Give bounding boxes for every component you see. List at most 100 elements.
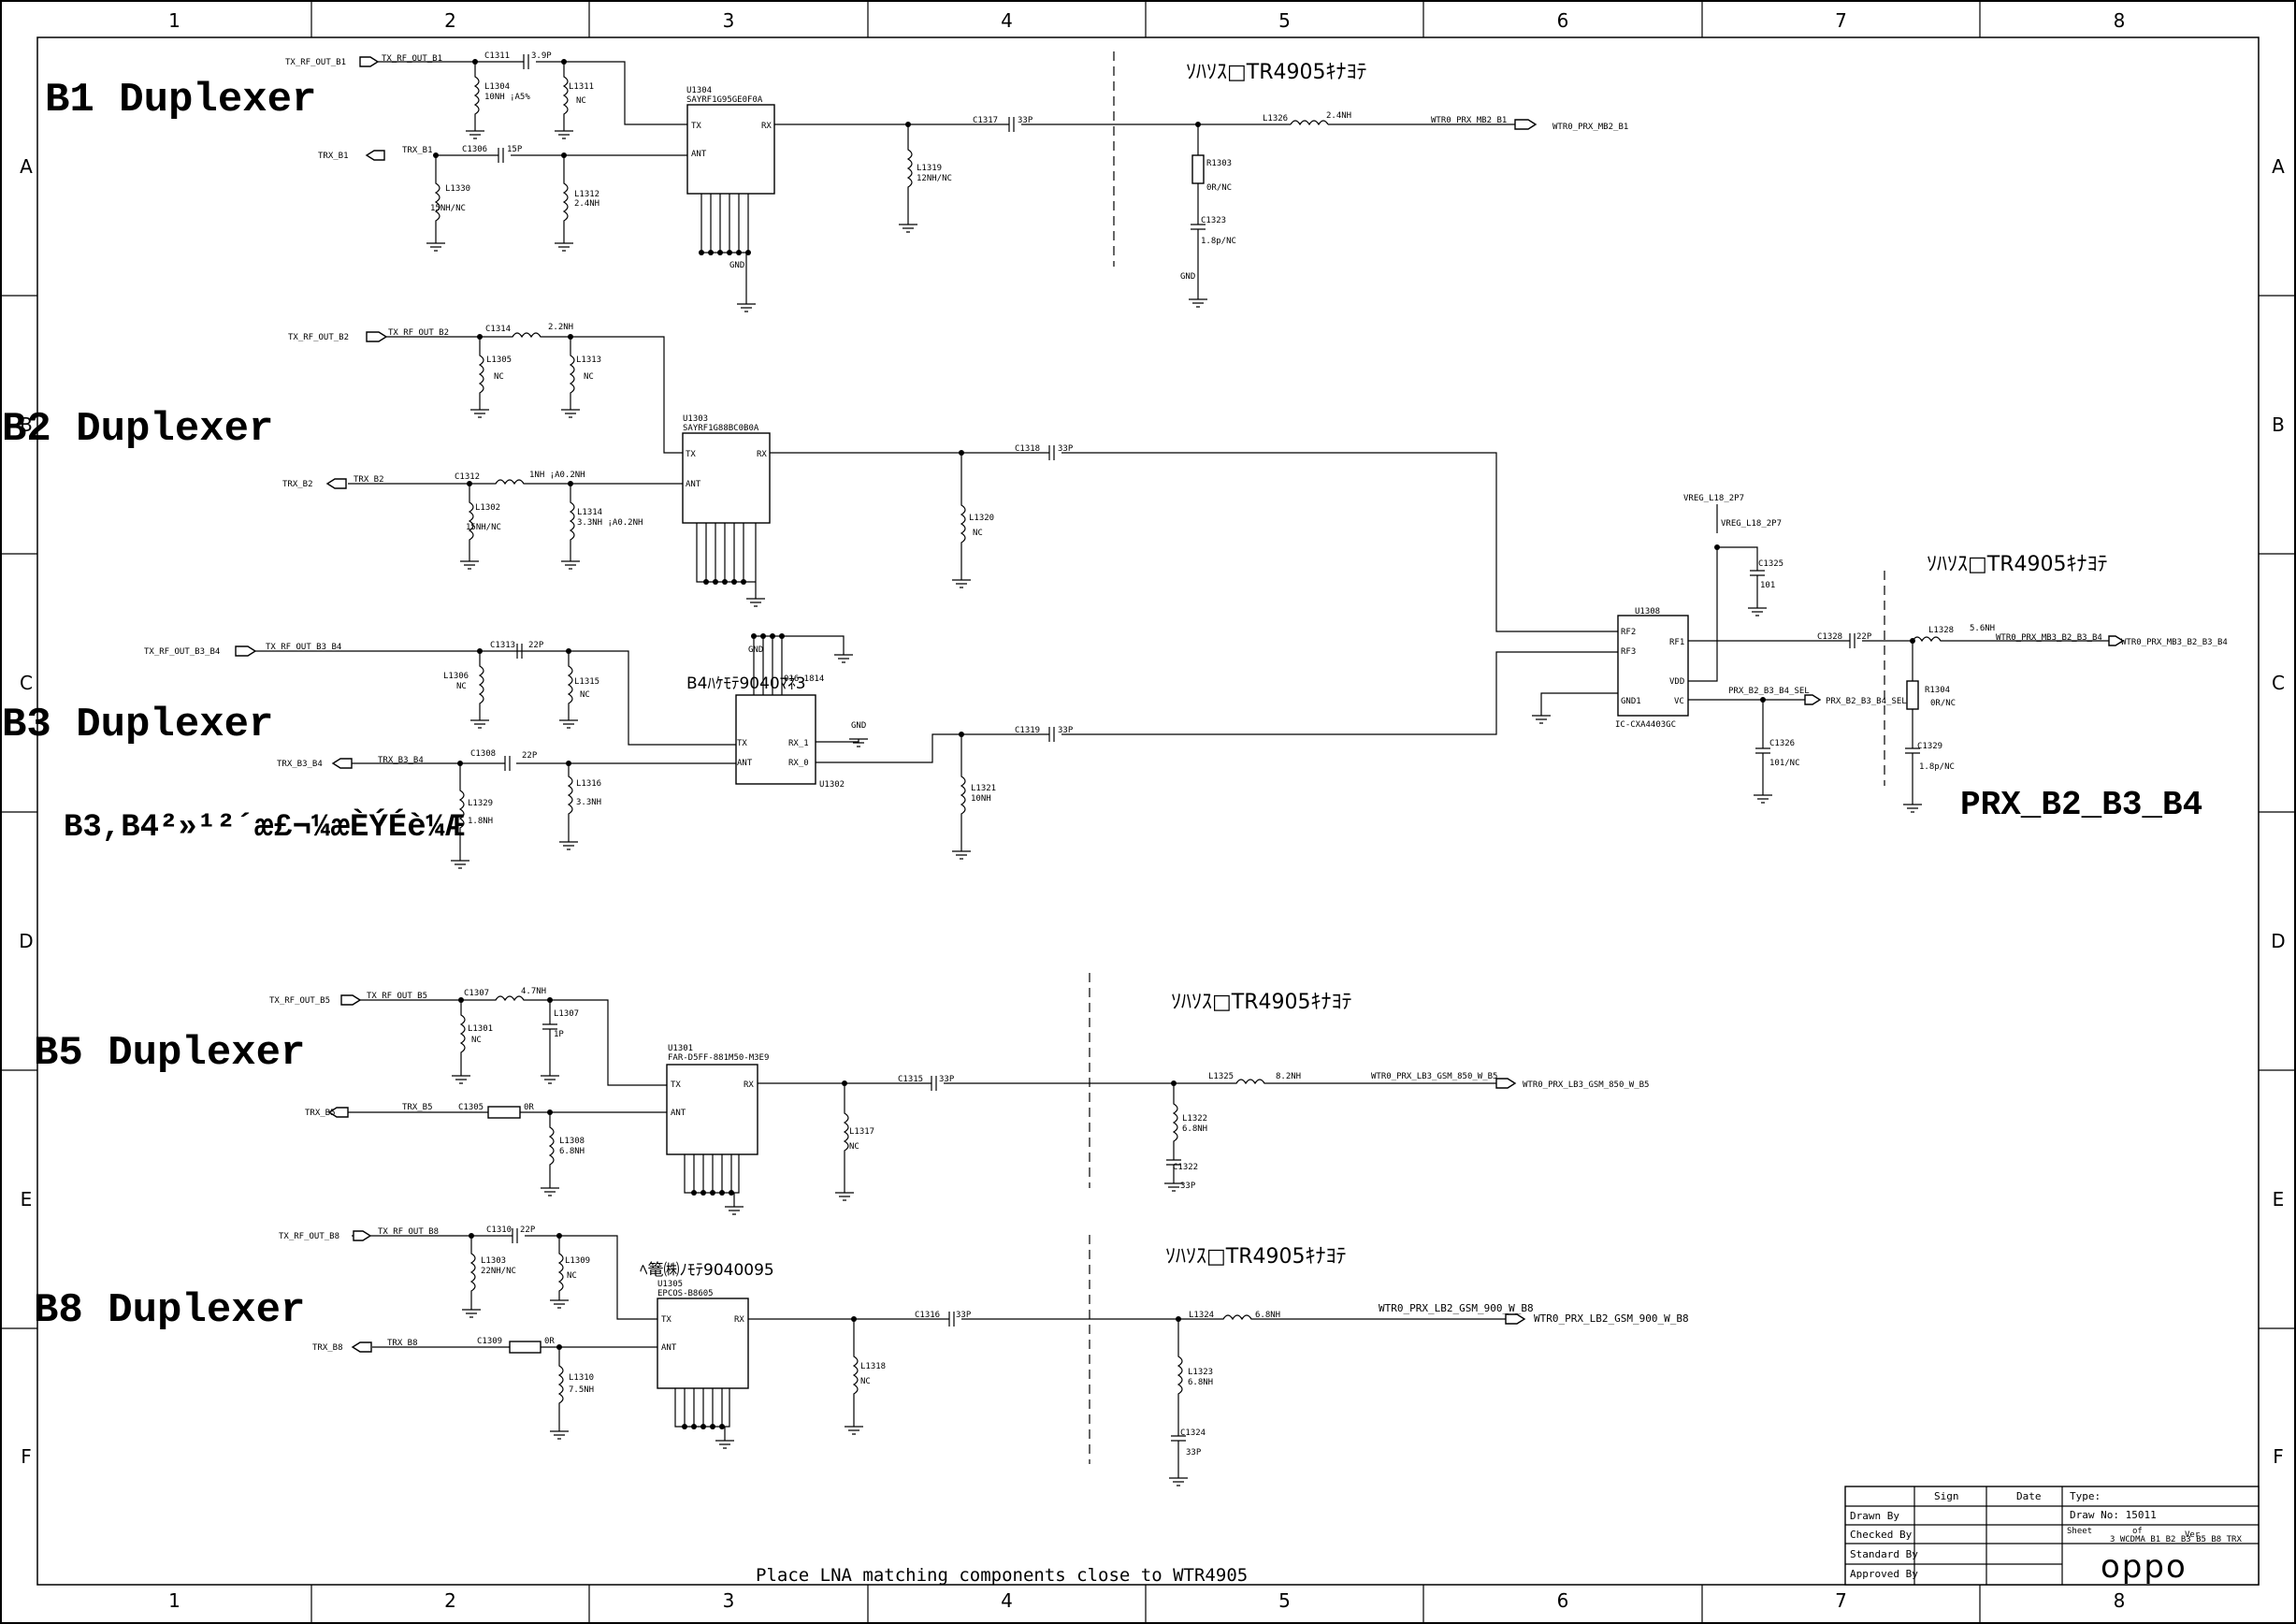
svg-text:12NH/NC: 12NH/NC — [917, 174, 952, 183]
svg-text:ANT: ANT — [737, 759, 753, 768]
svg-text:NC: NC — [567, 1271, 577, 1281]
svg-text:C1306: C1306 — [462, 145, 487, 154]
svg-text:33P: 33P — [1018, 116, 1033, 125]
svg-text:TX: TX — [691, 122, 701, 131]
grid-row-B: B — [20, 413, 33, 436]
svg-text:33P: 33P — [956, 1311, 972, 1320]
svg-text:C1326: C1326 — [1769, 739, 1795, 748]
svg-text:0R/NC: 0R/NC — [1930, 699, 1956, 708]
grid-row-right-D: D — [2271, 930, 2285, 952]
net-tx-b2: TX_RF_OUT_B2 — [388, 328, 449, 338]
svg-text:U1308: U1308 — [1635, 607, 1660, 616]
svg-text:Type:: Type: — [2070, 1490, 2101, 1502]
port-tx-b2: TX_RF_OUT_B2 — [288, 333, 349, 342]
svg-text:L1312: L1312 — [574, 190, 599, 199]
svg-text:SAYRF1G95GE0F0A: SAYRF1G95GE0F0A — [686, 95, 763, 105]
svg-text:22P: 22P — [520, 1225, 536, 1235]
tr4905-note-b5: ｿﾊｿｽ□TR4905ｷﾅﾖﾃ — [1171, 991, 1352, 1014]
port-trx-b2: TRX_B2 — [282, 480, 313, 489]
svg-text:15P: 15P — [507, 145, 523, 154]
bottom-note: Place LNA matching components close to W… — [756, 1565, 1248, 1586]
net-trx-b8: TRX_B8 — [387, 1339, 418, 1348]
svg-text:EPCOS-B8605: EPCOS-B8605 — [657, 1289, 714, 1298]
port-trx-b8: TRX_B8 — [312, 1343, 343, 1353]
svg-text:NC: NC — [860, 1377, 871, 1386]
b2-circuit — [348, 332, 1618, 632]
b8-circuit — [352, 1228, 1506, 1486]
grid-col-7: 7 — [1835, 9, 1847, 32]
svg-text:L1313: L1313 — [576, 355, 601, 365]
svg-text:RF1: RF1 — [1669, 638, 1684, 647]
svg-text:2.4NH: 2.4NH — [574, 199, 599, 209]
svg-text:L1302: L1302 — [475, 503, 500, 513]
svg-text:NC: NC — [849, 1142, 859, 1152]
svg-text:C1316: C1316 — [915, 1311, 940, 1320]
svg-text:3.9P: 3.9P — [531, 51, 552, 61]
b8-duplexer-title: B8 Duplexer — [34, 1287, 305, 1334]
svg-text:NC: NC — [973, 529, 983, 538]
b1-duplexer-title: B1 Duplexer — [45, 77, 316, 123]
grid-col-4: 4 — [1001, 9, 1013, 32]
svg-text:2.4NH: 2.4NH — [1326, 111, 1351, 121]
svg-text:TX: TX — [737, 739, 747, 748]
svg-text:ANT: ANT — [691, 150, 707, 159]
svg-text:U1301: U1301 — [668, 1044, 693, 1053]
svg-text:1.8p/NC: 1.8p/NC — [1201, 237, 1236, 246]
svg-text:GND: GND — [748, 645, 763, 655]
net-out-b8: WTR0_PRX_LB2_GSM_900_W_B8 — [1379, 1302, 1534, 1314]
svg-text:016_1814: 016_1814 — [784, 674, 824, 684]
svg-text:VC: VC — [1674, 697, 1684, 706]
svg-text:0R/NC: 0R/NC — [1206, 183, 1232, 193]
svg-text:GND1: GND1 — [1621, 697, 1641, 706]
svg-text:L1320: L1320 — [969, 514, 994, 523]
svg-text:U1302: U1302 — [819, 780, 845, 790]
svg-text:33P: 33P — [1186, 1448, 1202, 1457]
svg-text:C1305: C1305 — [458, 1103, 484, 1112]
u1304-box — [686, 104, 775, 195]
svg-text:L1330: L1330 — [445, 184, 470, 194]
port-out-b8: WTR0_PRX_LB2_GSM_900_W_B8 — [1534, 1312, 1689, 1325]
net-out-mb3: WTR0_PRX_MB3_B2_B3_B4 — [1996, 633, 2102, 643]
u1302-box — [735, 694, 816, 785]
net-trx-b2: TRX_B2 — [354, 475, 384, 485]
net-tx-b1: TX_RF_OUT_B1 — [382, 54, 442, 64]
svg-text:L1316: L1316 — [576, 779, 601, 789]
svg-text:TX: TX — [686, 450, 696, 459]
grid-row-right-E: E — [2273, 1188, 2285, 1211]
svg-text:RX_1: RX_1 — [788, 739, 809, 748]
b1-circuit — [363, 54, 1515, 312]
svg-text:C1310: C1310 — [486, 1225, 512, 1235]
svg-text:Sign: Sign — [1934, 1490, 1959, 1502]
svg-text:GND: GND — [1180, 272, 1195, 282]
prx-title: PRX_B2_B3_B4 — [1960, 786, 2202, 824]
svg-text:SAYRF1G88BC0B0A: SAYRF1G88BC0B0A — [683, 424, 759, 433]
svg-text:C1308: C1308 — [470, 749, 496, 759]
port-trx-b1: TRX_B1 — [318, 152, 349, 161]
grid-row-right-A: A — [2272, 155, 2285, 178]
svg-text:3.3NH ¡A0.2NH: 3.3NH ¡A0.2NH — [577, 518, 643, 528]
u1308-box — [1617, 615, 1689, 717]
svg-text:6.8NH: 6.8NH — [1188, 1378, 1213, 1387]
b3b4-circuit — [254, 633, 1618, 869]
svg-text:L1306: L1306 — [443, 672, 469, 681]
svg-text:L1314: L1314 — [577, 508, 602, 517]
grid-row-D: D — [19, 930, 33, 952]
svg-text:1.8p/NC: 1.8p/NC — [1919, 762, 1955, 772]
svg-text:GND: GND — [729, 261, 744, 270]
grid-col-bottom-2: 2 — [444, 1589, 456, 1612]
svg-text:R1303: R1303 — [1206, 159, 1232, 168]
svg-text:L1315: L1315 — [574, 677, 599, 687]
b5-circuit — [348, 995, 1496, 1215]
svg-text:RX: RX — [761, 122, 772, 131]
svg-text:VDD: VDD — [1669, 677, 1684, 687]
svg-text:7.5NH: 7.5NH — [569, 1385, 594, 1395]
svg-text:NC: NC — [576, 96, 586, 106]
b5-duplexer-title: B5 Duplexer — [34, 1030, 305, 1077]
svg-text:C1323: C1323 — [1201, 216, 1226, 225]
svg-text:C1309: C1309 — [477, 1337, 502, 1346]
svg-text:L1305: L1305 — [486, 355, 512, 365]
svg-text:TX: TX — [671, 1080, 681, 1090]
svg-text:15NH/NC: 15NH/NC — [466, 523, 501, 532]
grid-row-A: A — [20, 155, 33, 178]
svg-text:L1324: L1324 — [1189, 1311, 1214, 1320]
